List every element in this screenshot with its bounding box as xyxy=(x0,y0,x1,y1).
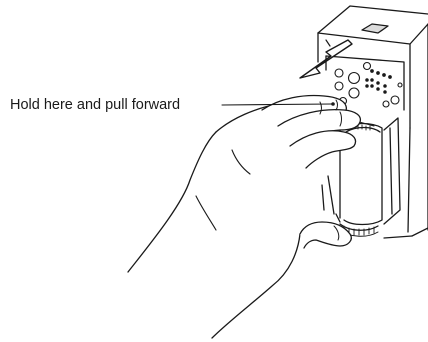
connector-holes xyxy=(335,63,402,108)
callout-label: Hold here and pull forward xyxy=(10,96,180,114)
pull-direction-arrow xyxy=(300,40,352,78)
hand-drawing xyxy=(128,96,360,338)
